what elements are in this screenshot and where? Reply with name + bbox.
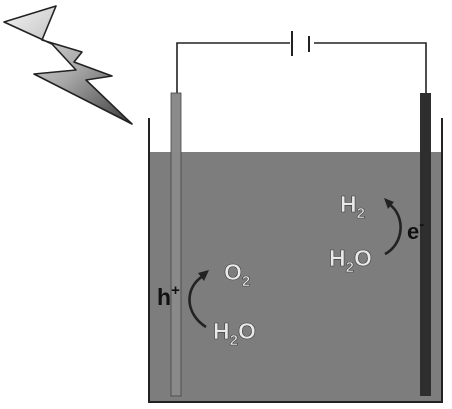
- h2-label: H2: [340, 191, 365, 222]
- lightning-bolt-icon: [3, 5, 133, 125]
- reduction-arrow: [384, 198, 402, 256]
- h2o-left-label: H2O: [213, 318, 256, 349]
- hole-label: h+: [157, 282, 180, 310]
- external-circuit: [176, 42, 427, 93]
- cathode: [420, 93, 431, 396]
- o2-label: O2: [224, 259, 250, 290]
- battery-icon: [291, 31, 310, 56]
- photoanode: [170, 92, 182, 397]
- h2o-right-label: H2O: [329, 245, 372, 276]
- beaker: [148, 118, 443, 403]
- electron-label: e-: [407, 216, 424, 244]
- oxidation-arrow: [188, 270, 209, 329]
- electrolyte: [150, 152, 441, 402]
